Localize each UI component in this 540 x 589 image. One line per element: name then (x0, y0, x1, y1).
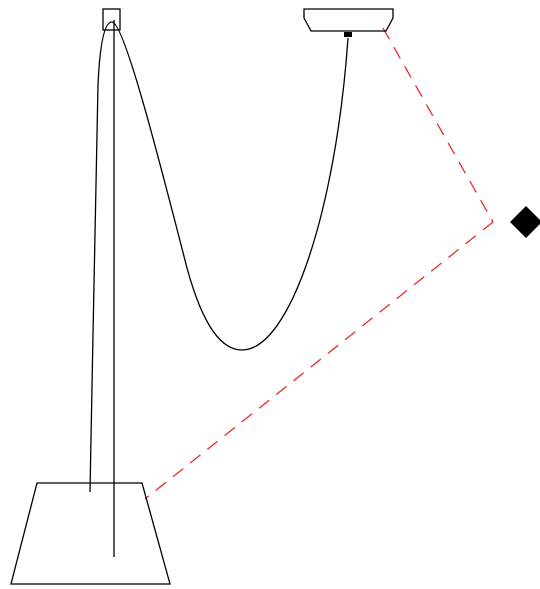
marker-diamond (510, 206, 540, 238)
ceiling-canopy (303, 8, 394, 32)
guide-line-upper (382, 27, 494, 223)
guide-line-lower (144, 221, 494, 500)
lamp-cable (89, 21, 349, 493)
lamp-base (10, 482, 171, 585)
guide-lines (144, 27, 494, 500)
canopy-connector (344, 32, 352, 37)
pole-top-cap (102, 8, 121, 31)
